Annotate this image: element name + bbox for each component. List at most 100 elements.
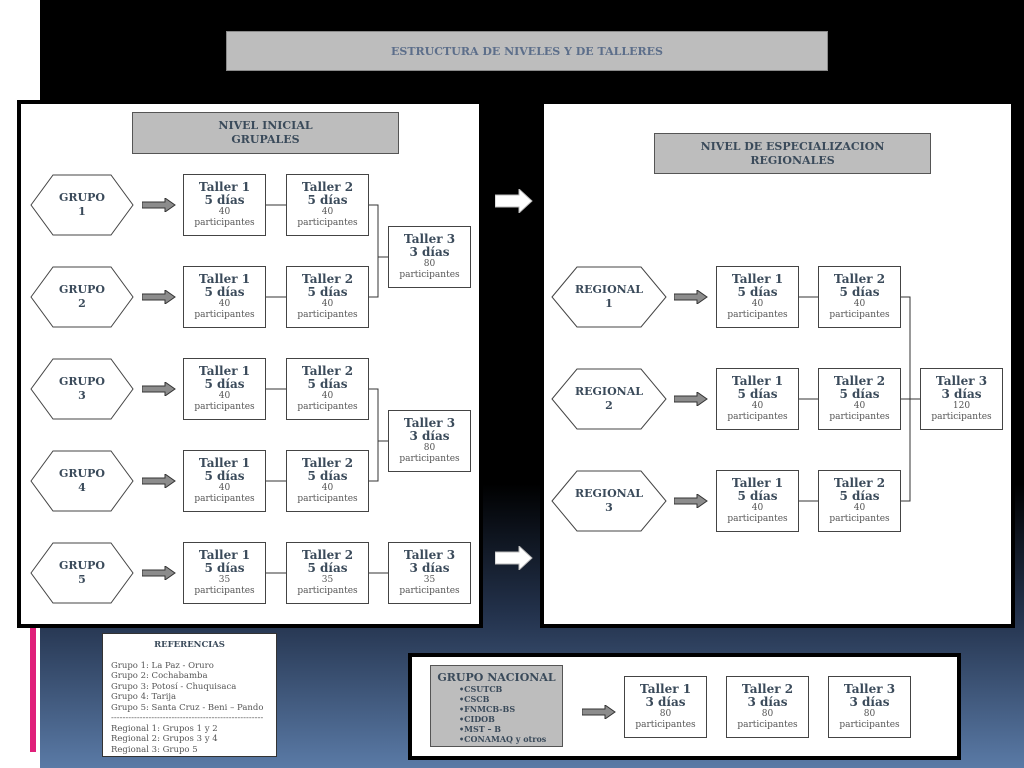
taller-days: 3 días (849, 695, 890, 709)
taller-name: Taller 3 (403, 232, 456, 246)
taller-days: 5 días (204, 377, 245, 391)
taller-name: Taller 2 (833, 476, 886, 490)
taller-days: 3 días (941, 387, 982, 401)
arrow-icon (674, 494, 708, 508)
regional-2-hexagon-line1: REGIONAL (575, 385, 643, 398)
ref-line: Grupo 2: Cochabamba (111, 671, 208, 681)
taller-count: 40 (321, 299, 334, 309)
taller-unit: participantes (829, 310, 890, 320)
taller-count: 40 (853, 401, 866, 411)
taller-count: 40 (751, 299, 764, 309)
taller-name: Taller 2 (833, 272, 886, 286)
arrow-icon (582, 705, 616, 719)
nacional-taller-1: Taller 1 3 días 80 participantes (624, 676, 707, 738)
taller-count: 40 (853, 299, 866, 309)
taller-name: Taller 2 (301, 364, 354, 378)
nacional-item: •CONAMAQ y otros (459, 734, 547, 744)
nacional-item: •FNMCB-BS (459, 704, 516, 714)
grupo-5-hexagon-line1: GRUPO (59, 559, 105, 572)
taller-days: 3 días (409, 429, 450, 443)
ref-line: Grupo 3: Potosí - Chuquisaca (111, 681, 237, 692)
taller-count: 40 (321, 483, 334, 493)
taller-days: 5 días (839, 387, 880, 401)
arrow-icon (142, 382, 176, 396)
taller-unit: participantes (297, 494, 358, 504)
regional-2-hexagon-line2: 2 (605, 399, 613, 412)
taller-count: 40 (218, 483, 231, 493)
regional-1-hexagon-line2: 1 (605, 297, 613, 310)
taller-unit: participantes (297, 586, 358, 596)
taller-days: 5 días (307, 193, 348, 207)
taller-name: Taller 1 (198, 456, 251, 470)
grupo-2-hexagon-line2: 2 (78, 297, 86, 310)
referencias-box: REFERENCIAS Grupo 1: La Paz - Oruro Grup… (102, 633, 277, 757)
taller-count: 80 (423, 259, 436, 269)
taller-count: 35 (423, 575, 436, 585)
taller-days: 5 días (307, 469, 348, 483)
taller-unit: participantes (727, 412, 788, 422)
taller-unit: participantes (297, 218, 358, 228)
taller-name: Taller 1 (198, 364, 251, 378)
taller-name: Taller 2 (741, 682, 794, 696)
taller-unit: participantes (399, 586, 460, 596)
taller-days: 5 días (307, 377, 348, 391)
right-arrow-icon (495, 546, 533, 570)
nivel-inicial-label-line1: NIVEL INICIAL (218, 119, 313, 132)
taller-count: 40 (218, 391, 231, 401)
nivel-inicial-label: NIVEL INICIAL GRUPALES (132, 112, 399, 154)
taller-name: Taller 2 (301, 456, 354, 470)
taller-days: 3 días (747, 695, 788, 709)
arrow-icon (674, 392, 708, 406)
page-title: ESTRUCTURA DE NIVELES Y DE TALLERES (226, 31, 828, 71)
taller-name: Taller 1 (198, 272, 251, 286)
taller-days: 5 días (737, 285, 778, 299)
arrow-icon (142, 474, 176, 488)
taller-unit: participantes (194, 218, 255, 228)
taller-count: 40 (853, 503, 866, 513)
taller-name: Taller 3 (843, 682, 896, 696)
taller-count: 40 (321, 391, 334, 401)
taller-unit: participantes (839, 720, 900, 730)
taller-name: Taller 2 (833, 374, 886, 388)
arrow-icon (142, 290, 176, 304)
taller-count: 80 (423, 443, 436, 453)
nacional-item: •CSCB (459, 694, 490, 704)
grupo-4-hexagon-line2: 4 (78, 481, 86, 494)
taller-name: Taller 3 (403, 416, 456, 430)
taller-name: Taller 2 (301, 272, 354, 286)
taller-days: 5 días (737, 489, 778, 503)
regional-3-hexagon-line1: REGIONAL (575, 487, 643, 500)
taller-count: 40 (218, 207, 231, 217)
taller-days: 3 días (409, 561, 450, 575)
taller-unit: participantes (194, 310, 255, 320)
taller-name: Taller 1 (639, 682, 692, 696)
ref-line: Regional 2: Grupos 3 y 4 (111, 734, 218, 744)
taller-count: 35 (218, 575, 231, 585)
taller-unit: participantes (829, 514, 890, 524)
taller-unit: participantes (297, 310, 358, 320)
grupo-3-hexagon-line2: 3 (78, 389, 86, 402)
right-arrow-icon (495, 189, 533, 213)
taller-days: 5 días (839, 285, 880, 299)
taller-unit: participantes (194, 494, 255, 504)
nivel-especializacion-label: NIVEL DE ESPECIALIZACION REGIONALES (654, 133, 931, 174)
taller-name: Taller 1 (731, 476, 784, 490)
nivel-especializacion-label-line2: REGIONALES (750, 153, 835, 167)
taller-days: 3 días (409, 245, 450, 259)
taller-unit: participantes (931, 412, 992, 422)
